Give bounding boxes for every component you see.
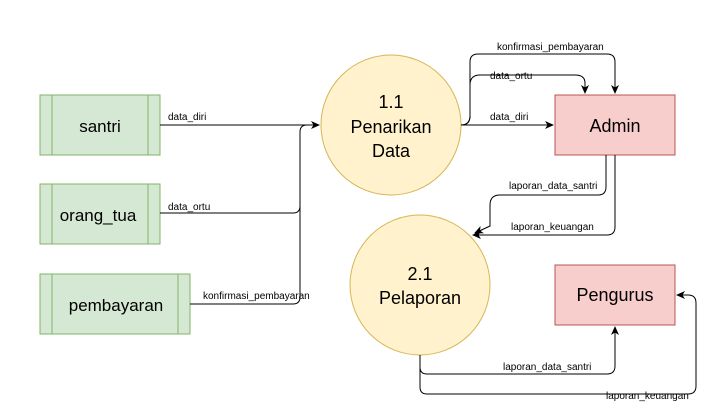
flow-p2-pengurus-laporan-keuangan-label: laporan_keuangan <box>606 391 689 402</box>
flow-p1-admin-data-diri: data_diri <box>461 112 554 129</box>
flow-ortu-data-ortu: data_ortu <box>160 124 308 214</box>
entity-admin-label: Admin <box>589 116 640 136</box>
flow-admin-p2-laporan-santri: laporan_data_santri <box>474 155 607 234</box>
flow-pembayaran-konfirmasi: konfirmasi_pembayaran <box>190 206 310 305</box>
flow-p2-pengurus-laporan-keuangan: laporan_keuangan <box>419 291 697 402</box>
flow-admin-p2-laporan-keuangan: laporan_keuangan <box>472 155 616 239</box>
flow-p1-admin-data-diri-label: data_diri <box>490 112 528 123</box>
flow-santri-data-diri: data_diri <box>160 112 320 129</box>
flow-p1-admin-data-ortu-label: data_ortu <box>490 71 532 82</box>
entity-admin[interactable]: Admin <box>554 94 676 156</box>
entity-pengurus-label: Pengurus <box>576 285 653 305</box>
process-1-1-name-line2: Data <box>372 141 411 161</box>
process-2-1-number: 2.1 <box>407 264 432 284</box>
entity-orang-tua[interactable]: orang_tua <box>39 183 161 245</box>
entity-orang-tua-label: orang_tua <box>60 206 137 225</box>
flow-p1-admin-konfirmasi: konfirmasi_pembayaran <box>460 42 619 126</box>
flow-p2-pengurus-laporan-santri-label: laporan_data_santri <box>503 362 591 373</box>
entity-pembayaran-label: pembayaran <box>69 296 164 315</box>
entity-santri[interactable]: santri <box>39 94 161 156</box>
flow-p1-admin-konfirmasi-label: konfirmasi_pembayaran <box>497 42 604 53</box>
process-2-1-name: Pelaporan <box>379 288 461 308</box>
flow-pembayaran-konfirmasi-label: konfirmasi_pembayaran <box>203 291 310 302</box>
flow-ortu-data-ortu-label: data_ortu <box>168 202 210 213</box>
entity-pengurus[interactable]: Pengurus <box>554 264 676 326</box>
process-2-1[interactable]: 2.1 Pelaporan <box>349 214 491 356</box>
flow-santri-data-diri-label: data_diri <box>168 112 206 123</box>
process-1-1-number: 1.1 <box>378 92 403 112</box>
process-1-1[interactable]: 1.1 Penarikan Data <box>320 54 462 196</box>
entity-pembayaran[interactable]: pembayaran <box>39 273 191 335</box>
entity-santri-label: santri <box>79 117 121 136</box>
flow-admin-p2-laporan-keuangan-label: laporan_keuangan <box>511 222 594 233</box>
process-1-1-name-line1: Penarikan <box>350 117 431 137</box>
flow-admin-p2-laporan-santri-label: laporan_data_santri <box>509 181 597 192</box>
